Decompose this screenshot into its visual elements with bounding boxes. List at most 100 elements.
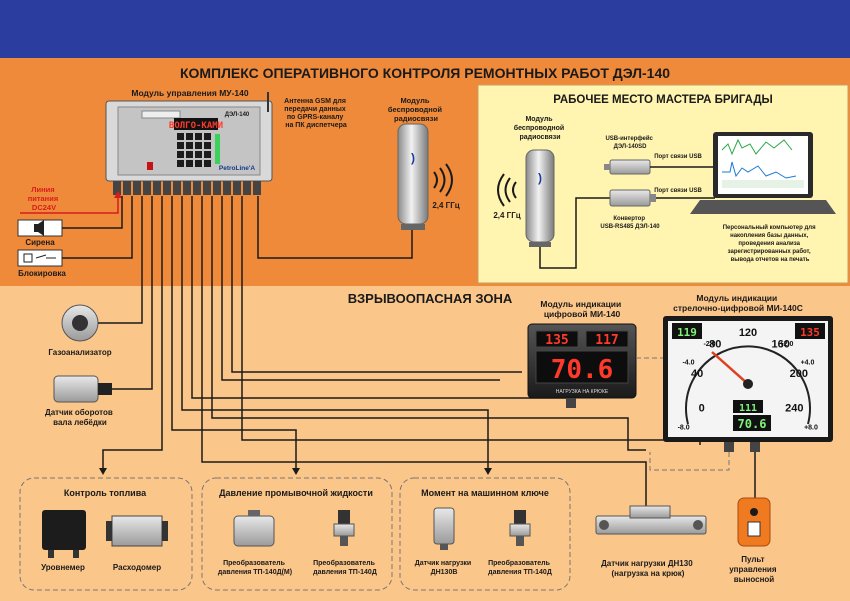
workstation-title: РАБОЧЕЕ МЕСТО МАСТЕРА БРИГАДЫ xyxy=(553,94,773,106)
indicator-link-dashed xyxy=(636,357,730,471)
cable-gland xyxy=(193,181,201,195)
workstation-radio-label: Модуль беспроводной радиосвязи xyxy=(514,116,566,141)
remote-control-icon xyxy=(737,497,771,547)
mi140-value-2: 117 xyxy=(595,333,618,348)
dial-tick-label: 160 xyxy=(772,339,790,351)
pressure-transducer-icon-2 xyxy=(509,510,531,546)
dial-tick-label: 120 xyxy=(739,327,757,339)
mi140-caption: НАГРУЗКА НА КРЮКЕ xyxy=(556,389,609,395)
pressure-item-2: Преобразователь давления ТП-140Д xyxy=(313,559,377,576)
laptop-icon xyxy=(690,132,836,214)
group-pressure-title: Давление промывочной жидкости xyxy=(219,488,373,498)
mi140c-value-2: 135 xyxy=(800,326,820,339)
mi140-digital-indicator: 135 117 70.6 НАГРУЗКА НА КРЮКЕ xyxy=(527,323,637,408)
keypad-key xyxy=(195,142,202,149)
mi140-title: Модуль индикации цифровой МИ-140 xyxy=(540,299,623,319)
keypad-key xyxy=(204,133,211,140)
remote-label: Пульт управления выносной xyxy=(729,555,779,584)
keypad-key xyxy=(186,160,193,167)
hook-sensor-label: Датчик нагрузки ДН130 (нагрузка на крюк) xyxy=(601,559,695,578)
pressure-transducer-m-icon xyxy=(233,510,275,547)
header-bar xyxy=(0,0,850,58)
fuel-item-flow: Расходомер xyxy=(113,563,161,572)
keypad-key xyxy=(195,151,202,158)
cable-gland xyxy=(123,181,131,195)
mu140-signal-wires xyxy=(98,196,701,520)
keypad-key xyxy=(177,133,184,140)
keypad-key xyxy=(186,151,193,158)
svg-text:): ) xyxy=(411,151,415,165)
cable-gland xyxy=(113,181,121,195)
keypad-key xyxy=(177,151,184,158)
mu140-control-module: ВОЛГО-КАМИ ДЭЛ-140 PetroLine'A xyxy=(105,92,273,195)
cable-gland xyxy=(143,181,151,195)
torque-item-2: Преобразователь давления ТП-140Д xyxy=(488,559,552,576)
mu140-title: Модуль управления МУ-140 xyxy=(131,88,249,98)
dial-tick-label: 0 xyxy=(699,403,705,415)
mi140c-title: Модуль индикации стрелочно-цифровой МИ-1… xyxy=(673,293,803,313)
cable-gland xyxy=(133,181,141,195)
cable-gland xyxy=(163,181,171,195)
group-pressure xyxy=(201,477,393,591)
block-label: Блокировка xyxy=(18,269,66,278)
dial-inner-label: -4.0 xyxy=(682,360,694,367)
keypad-key xyxy=(204,142,211,149)
keypad-key xyxy=(177,142,184,149)
block-icon xyxy=(17,249,63,267)
svg-text:): ) xyxy=(538,171,542,185)
cable-gland xyxy=(203,181,211,195)
gas-analyzer-icon xyxy=(61,304,99,342)
dial-tick-label: 80 xyxy=(709,339,721,351)
dial-tick-label: 40 xyxy=(691,368,703,380)
converter-device xyxy=(609,189,656,207)
siren-icon xyxy=(17,219,63,237)
dial-tick-label: 200 xyxy=(790,368,808,380)
converter-label: Конвертор USB-RS485 ДЭЛ-140 xyxy=(600,216,660,230)
load-sensor-dn130v-icon xyxy=(433,507,455,550)
mi140-value-1: 135 xyxy=(545,333,568,348)
workstation-freq: 2,4 ГГц xyxy=(493,211,520,220)
usb-wires xyxy=(650,166,715,199)
main-title: КОМПЛЕКС ОПЕРАТИВНОГО КОНТРОЛЯ РЕМОНТНЫХ… xyxy=(180,65,670,81)
pressure-transducer-icon xyxy=(333,510,355,546)
group-torque xyxy=(399,477,571,591)
wireless-signal-icon xyxy=(433,163,453,197)
dial-tick-label: 240 xyxy=(785,403,803,415)
keypad-key xyxy=(195,160,202,167)
group-fuel xyxy=(19,477,193,591)
power-line-label: Линия питания DC24V xyxy=(28,185,61,212)
torque-item-1: Датчик нагрузки ДН130В xyxy=(415,560,473,576)
keypad-key xyxy=(204,160,211,167)
cable-gland xyxy=(243,181,251,195)
mi140c-value-1: 119 xyxy=(677,326,697,339)
radio-top-label: Модуль беспроводной радиосвязи xyxy=(388,96,444,123)
hook-load-sensor-icon xyxy=(595,505,707,535)
gas-analyzer-label: Газоанализатор xyxy=(48,348,111,357)
dial-inner-label: -2.0 xyxy=(703,341,715,348)
winch-sensor-label: Датчик оборотов вала лебёдки xyxy=(45,408,115,427)
cable-gland xyxy=(223,181,231,195)
pc-note: Персональный компьютер для накопления ба… xyxy=(723,224,818,263)
keypad-key xyxy=(177,160,184,167)
usb-port-label-1: Порт связи USB xyxy=(654,154,702,160)
mu140-brand: PetroLine'A xyxy=(219,165,256,172)
cable-gland xyxy=(253,181,261,195)
workstation-radio-wire xyxy=(539,197,610,269)
usb-interface-device xyxy=(604,159,651,175)
power-line-wire xyxy=(20,196,119,214)
radio-top-wire xyxy=(257,196,413,259)
radio-module-workstation: ) xyxy=(525,149,555,247)
mi140c-digit-1: 111 xyxy=(739,403,757,414)
keypad-key xyxy=(195,133,202,140)
group-torque-title: Момент на машинном ключе xyxy=(421,488,549,498)
dial-inner-label: -8.0 xyxy=(678,425,690,432)
radio-top-freq: 2,4 ГГц xyxy=(432,201,459,210)
siren-block-wires xyxy=(62,196,133,259)
dial-inner-label: +2.0 xyxy=(780,341,794,348)
keypad-key xyxy=(186,133,193,140)
cable-gland xyxy=(233,181,241,195)
dial-inner-label: +8.0 xyxy=(804,425,818,432)
group-fuel-title: Контроль топлива xyxy=(64,488,147,498)
usb-iface-label: USB-интерфейс ДЭЛ-140SD xyxy=(605,135,654,150)
